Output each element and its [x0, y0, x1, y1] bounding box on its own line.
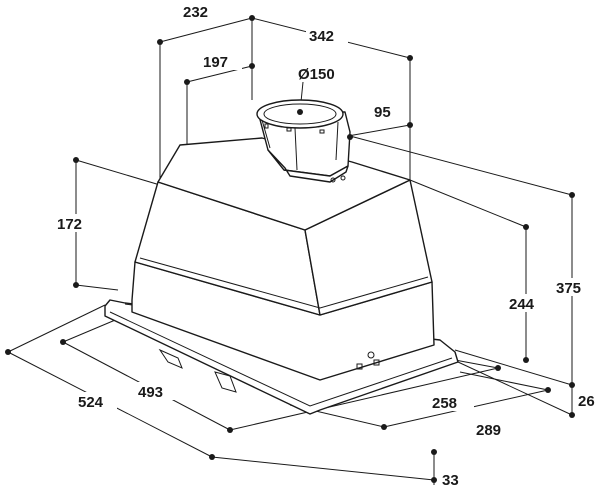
dim-33: 33 — [442, 472, 459, 489]
dim-524: 524 — [78, 394, 104, 411]
switch-left — [356, 363, 363, 370]
dim-289: 289 — [476, 422, 501, 439]
vent-right — [214, 371, 237, 393]
dim-95: 95 — [374, 104, 391, 121]
dim-diameter-150: Ø150 — [298, 66, 335, 83]
dim-258: 258 — [432, 395, 457, 412]
dim-342: 342 — [309, 28, 334, 45]
dim-172: 172 — [57, 216, 82, 233]
dimension-dots — [5, 15, 575, 483]
dim-493: 493 — [138, 384, 163, 401]
dim-26: 26 — [578, 393, 595, 410]
vent-left — [158, 348, 183, 369]
dim-244: 244 — [509, 296, 535, 313]
switch-right — [373, 359, 380, 366]
hood-body — [104, 137, 459, 415]
dim-375: 375 — [556, 280, 581, 297]
dim-232: 232 — [183, 4, 208, 21]
dim-197: 197 — [203, 54, 228, 71]
dimension-labels: 232 342 197 Ø150 95 172 244 375 524 493 … — [52, 2, 598, 489]
control-knob — [367, 351, 375, 359]
exhaust-collar — [256, 99, 351, 183]
